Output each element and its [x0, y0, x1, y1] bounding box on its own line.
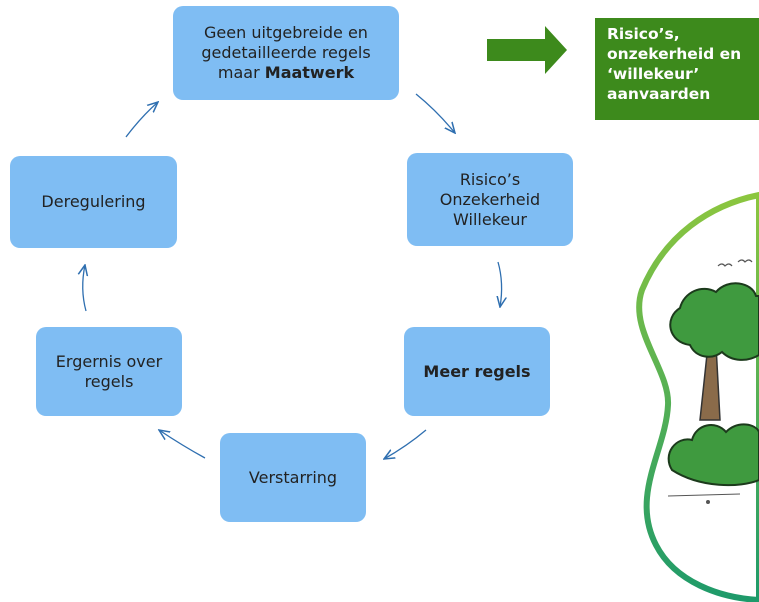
- cycle-node-verstarring: Verstarring: [220, 433, 366, 522]
- cycle-node-ergernis: Ergernis over regels: [36, 327, 182, 416]
- node-text-line: Willekeur: [453, 209, 527, 229]
- node-text-line: Verstarring: [248, 467, 338, 487]
- arrow-node5-to-node6: [83, 265, 86, 312]
- blob-frame: [636, 191, 759, 602]
- bushes: [667, 423, 759, 487]
- node-text-line: maar: [217, 63, 265, 82]
- cycle-node-maatwerk: Geen uitgebreide en gedetailleerde regel…: [173, 6, 399, 100]
- pebble: [706, 500, 710, 504]
- node-text-line: gedetailleerde regels: [201, 43, 371, 62]
- tree-illustration: [636, 191, 759, 602]
- green-right-arrow: [487, 26, 567, 74]
- arrow-node1-to-node2: [415, 93, 455, 133]
- arrow-node4-to-node5: [159, 430, 206, 459]
- callout-line: aanvaarden: [607, 85, 711, 103]
- bird-icon: [717, 263, 733, 267]
- callout-line: onzekerheid en: [607, 45, 742, 63]
- cycle-node-risicos: Risico’s Onzekerheid Willekeur: [407, 153, 573, 246]
- arrow-node2-to-node3: [498, 261, 502, 307]
- node-text-bold: Maatwerk: [264, 63, 355, 82]
- cycle-node-deregulering: Deregulering: [10, 156, 177, 248]
- node-text-line: Ergernis over: [55, 351, 163, 371]
- node-text-line: Deregulering: [41, 192, 146, 211]
- callout-line: ‘willekeur’: [607, 65, 700, 83]
- node-text-line: Risico’s: [459, 169, 521, 189]
- tree-canopy: [669, 282, 759, 361]
- node-text-line: Geen uitgebreide en: [204, 23, 368, 42]
- ground-line: [667, 493, 741, 497]
- callout-box: Risico’s, onzekerheid en ‘willekeur’ aan…: [595, 18, 759, 120]
- bird-icon: [737, 259, 753, 263]
- node-text-line: Onzekerheid: [439, 189, 541, 209]
- node-text-line: regels: [84, 371, 134, 391]
- node-text-bold: Meer regels: [423, 361, 531, 381]
- arrow-node6-to-node1: [125, 102, 158, 138]
- cycle-node-meer-regels: Meer regels: [404, 327, 550, 416]
- callout-line: Risico’s,: [607, 25, 680, 43]
- arrow-node3-to-node4: [384, 429, 427, 459]
